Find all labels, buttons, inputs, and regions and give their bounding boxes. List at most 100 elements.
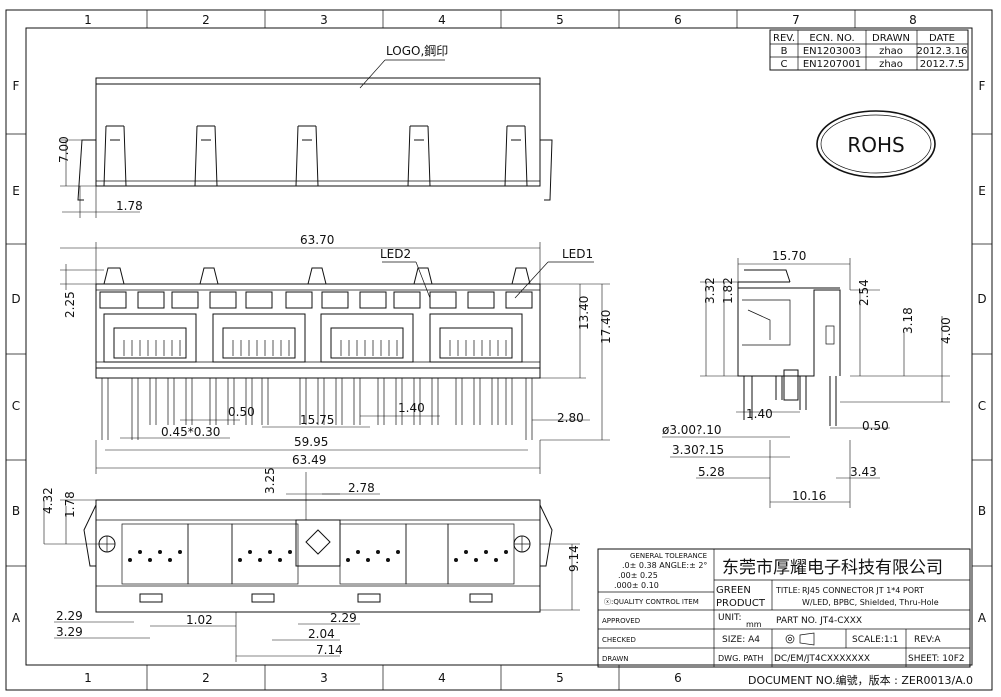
col-label-8: 8 [909, 13, 917, 27]
col-label-5: 5 [556, 13, 564, 27]
dim-bottom-1-02: 1.02 [186, 613, 213, 627]
row-label-A: A [12, 611, 21, 625]
top-view: 7.00 1.78 LOGO,鋼印 [57, 44, 553, 218]
dim-side-0-50: 0.50 [862, 419, 889, 433]
col-label-7: 7 [792, 13, 800, 27]
approved-label: APPROVED [602, 617, 640, 625]
dim-side-3-32: 3.32 [703, 277, 717, 304]
col-label-4: 4 [438, 13, 446, 27]
part-number: PART NO. JT4-CXXX [776, 616, 862, 626]
dim-bottom-2-29a: 2.29 [56, 609, 83, 623]
dim-bottom-3-25: 3.25 [263, 467, 277, 494]
unit-value: mm [746, 620, 762, 629]
col-label-1: 1 [84, 13, 92, 27]
dwg-path: DC/EM/JT4CXXXXXXX [774, 654, 870, 664]
rev-row-1-date: 2012.3.16 [917, 46, 968, 57]
tolerance-line-3: .000± 0.10 [614, 581, 659, 590]
row-label-C: C [12, 399, 20, 413]
dim-front-pin-width: 0.50 [228, 405, 255, 419]
dim-front-overall: 63.70 [300, 233, 334, 247]
rev-row-2-rev: C [781, 59, 788, 70]
dim-bottom-4-32: 4.32 [41, 487, 55, 514]
tolerance-line-2: .00± 0.25 [618, 571, 658, 580]
document-number: DOCUMENT NO.编號，版本 : ZER0013/A.0 [748, 673, 973, 687]
dim-bottom-3-29: 3.29 [56, 625, 83, 639]
rev-header-date: DATE [929, 33, 955, 44]
dim-side-hole-a: ø3.00?.10 [662, 423, 722, 437]
callout-led1: LED1 [562, 247, 593, 261]
green-product-line-1: GREEN [716, 585, 751, 596]
dim-bottom-9-14: 9.14 [567, 545, 581, 572]
col-label-2: 2 [202, 13, 210, 27]
row-label-right-D: D [977, 292, 986, 306]
col-label-bottom-3: 3 [320, 671, 328, 685]
dim-bottom-7-14: 7.14 [316, 643, 343, 657]
dim-side-2-54: 2.54 [857, 279, 871, 306]
col-label-3: 3 [320, 13, 328, 27]
row-label-F: F [13, 79, 20, 93]
dim-front-base: 63.49 [292, 453, 326, 467]
dim-front-side: 2.80 [557, 411, 584, 425]
rev-row-1-drawn: zhao [879, 46, 903, 57]
rev-row-2-date: 2012.7.5 [920, 59, 965, 70]
title-line-2: W/LED, BPBC, Shielded, Thru-Hole [802, 598, 939, 607]
row-label-right-B: B [978, 504, 986, 518]
dim-front-led-offset: 2.25 [63, 291, 77, 318]
dim-front-height-b: 17.40 [599, 310, 613, 344]
dim-front-pin-size: 0.45*0.30 [161, 425, 220, 439]
bottom-view: 3.25 2.78 4.32 1.78 9.14 2.29 3.29 1.02 … [41, 467, 581, 662]
svg-text:ROHS: ROHS [847, 133, 904, 157]
rev-row-1-ecn: EN1203003 [803, 46, 861, 57]
col-label-bottom-6: 6 [674, 671, 682, 685]
rev-header-ecn: ECN. NO. [809, 33, 854, 44]
dim-side-depth: 15.70 [772, 249, 806, 263]
row-label-B: B [12, 504, 20, 518]
projection-symbol-icon [785, 632, 815, 646]
dim-top-pin-offset: 1.78 [116, 199, 143, 213]
rohs-badge: ROHS [816, 110, 936, 178]
dim-side-5-28: 5.28 [698, 465, 725, 479]
title-line-1: RJ45 CONNECTOR JT 1*4 PORT [802, 586, 924, 595]
title-label: TITLE: [775, 586, 800, 595]
revision-table: REV. ECN. NO. DRAWN DATE B EN1203003 zha… [769, 29, 969, 71]
dim-bottom-2-29b: 2.29 [330, 611, 357, 625]
row-label-D: D [11, 292, 20, 306]
dim-front-pin-pitch: 1.40 [398, 401, 425, 415]
dim-front-span: 59.95 [294, 435, 328, 449]
dim-bottom-2-78: 2.78 [348, 481, 375, 495]
dim-front-port-pitch: 15.75 [300, 413, 334, 427]
dim-side-3-18: 3.18 [901, 307, 915, 334]
rev-row-1-rev: B [781, 46, 788, 57]
tolerance-line-1: .0± 0.38 ANGLE:± 2° [622, 561, 707, 570]
row-label-right-E: E [978, 184, 986, 198]
col-label-bottom-2: 2 [202, 671, 210, 685]
dim-side-3-43: 3.43 [850, 465, 877, 479]
callout-led2: LED2 [380, 247, 411, 261]
scale: SCALE:1:1 [852, 635, 898, 645]
unit-label: UNIT: [718, 613, 742, 623]
title-block: GENERAL TOLERANCE .0± 0.38 ANGLE:± 2° .0… [597, 548, 971, 668]
revision: REV:A [914, 635, 941, 645]
rev-row-2-ecn: EN1207001 [803, 59, 861, 70]
rev-header-drawn: DRAWN [872, 33, 910, 44]
rev-header-rev: REV. [773, 33, 795, 44]
quality-control-note: ⓧ:QUALITY CONTROL ITEM [604, 598, 699, 606]
col-label-bottom-5: 5 [556, 671, 564, 685]
company-name: 东莞市厚耀电子科技有限公司 [722, 558, 943, 578]
dim-bottom-2-04: 2.04 [308, 627, 335, 641]
side-view: 15.70 3.32 1.82 2.54 3.18 4.00 [662, 249, 953, 508]
row-label-right-A: A [978, 611, 987, 625]
green-product-line-2: PRODUCT [716, 598, 766, 609]
front-view: 63.70 [60, 233, 613, 474]
col-label-bottom-1: 1 [84, 671, 92, 685]
row-label-E: E [12, 184, 20, 198]
row-label-right-C: C [978, 399, 986, 413]
dim-bottom-1-78: 1.78 [63, 491, 77, 518]
col-label-bottom-4: 4 [438, 671, 446, 685]
dim-side-1-82: 1.82 [721, 277, 735, 304]
col-label-6: 6 [674, 13, 682, 27]
drawing-frame: 1 2 3 4 5 6 7 8 1 2 3 4 5 6 F E D C B A … [5, 9, 993, 691]
sheet-size: SIZE: A4 [722, 635, 760, 645]
dim-side-4-00: 4.00 [939, 317, 953, 344]
